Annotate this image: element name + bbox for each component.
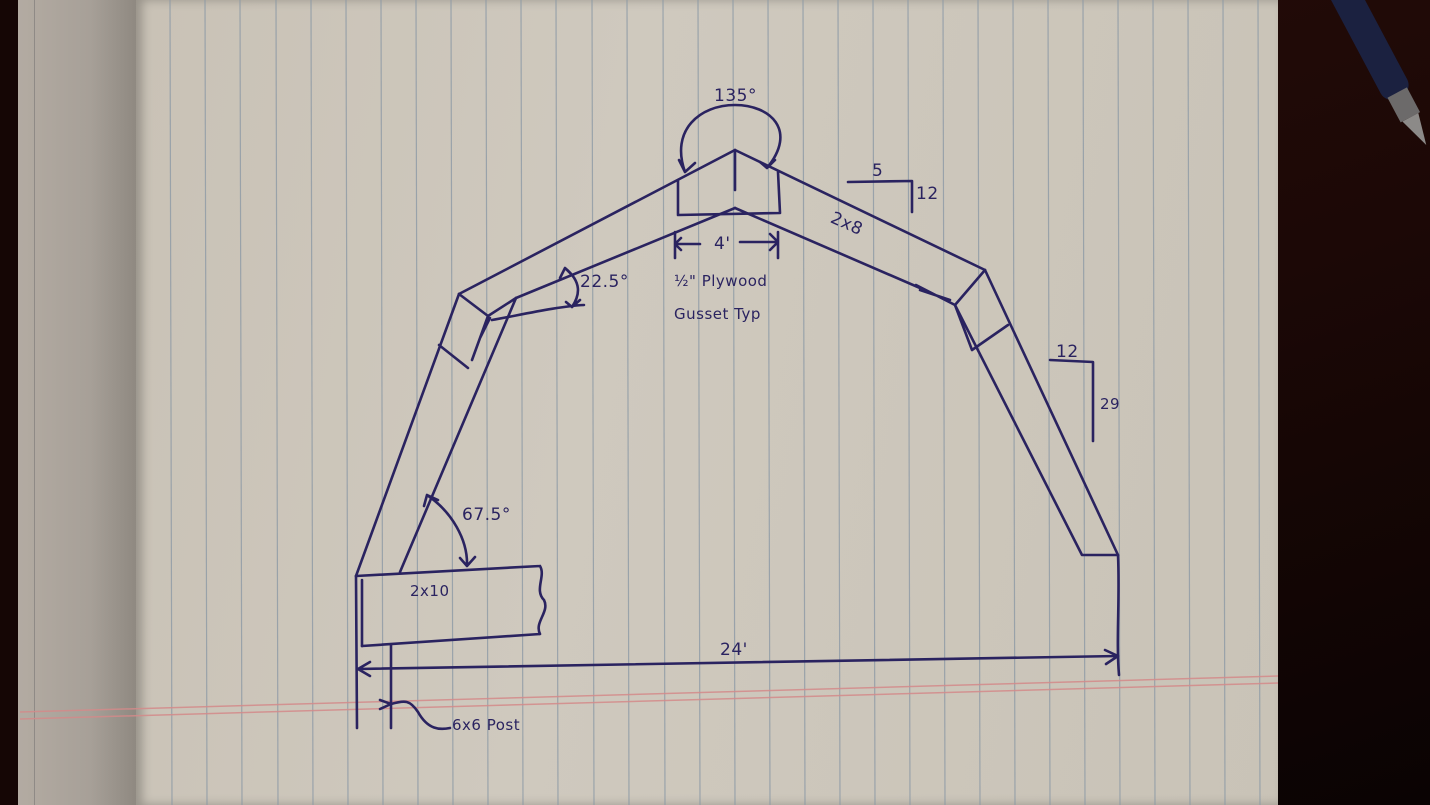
left-knee-joint (437, 292, 518, 370)
left-post (354, 574, 364, 730)
peak-gusset (676, 148, 782, 217)
lower-pitch-rise: 29 (1100, 395, 1121, 413)
span-label: 24' (720, 640, 748, 660)
gusset-note-line1: ½" Plywood (674, 272, 768, 290)
upper-angle-arc (490, 266, 586, 322)
upper-pitch-marker (846, 179, 914, 214)
peak-angle-label: 135° (714, 86, 757, 106)
left-upper-chord (457, 148, 737, 300)
upper-pitch-run: 5 (872, 161, 884, 181)
span-dimension (356, 648, 1120, 678)
upper-pitch-rise: 12 (916, 184, 939, 204)
gusset-note-line2: Gusset Typ (674, 305, 761, 323)
right-lower-chord (953, 268, 1120, 557)
beam-2x10 (354, 564, 547, 648)
right-upper-chord (733, 148, 987, 290)
gusset-dimension (673, 230, 780, 260)
notebook-page (136, 0, 1278, 805)
margin-line (19, 675, 1279, 720)
upper-joint-angle: 22.5° (580, 272, 629, 292)
pen-icon (1320, 0, 1427, 146)
left-lower-chord (354, 292, 518, 578)
lower-angle-arc (422, 493, 477, 568)
lower-pitch-run: 12 (1056, 342, 1079, 362)
gusset-width-label: 4' (714, 234, 731, 254)
lower-joint-angle: 67.5° (462, 505, 511, 525)
notebook-binding (0, 0, 20, 805)
lower-pitch-marker (1048, 358, 1095, 443)
beam-member-label: 2x10 (410, 582, 450, 600)
post-leader (378, 698, 452, 731)
right-post (1116, 553, 1121, 677)
post-label: 6x6 Post (452, 716, 521, 734)
back-page (18, 0, 138, 805)
peak-angle-arc (677, 103, 782, 174)
right-knee-joint (914, 268, 1010, 352)
rule-line (34, 0, 35, 805)
